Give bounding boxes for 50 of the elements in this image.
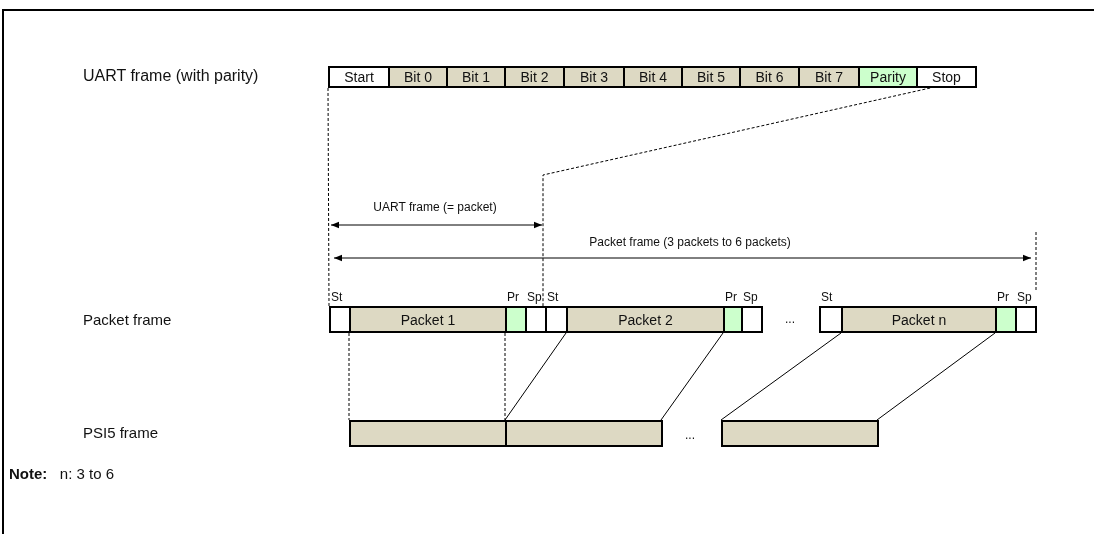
stop-bit-cell	[1015, 306, 1037, 333]
parity-bit-cell	[505, 306, 527, 333]
bit-cell: Bit 4	[623, 66, 683, 88]
stop-bit-cell	[525, 306, 547, 333]
connector-line	[876, 332, 996, 421]
connector-line	[720, 332, 842, 421]
row-label: PSI5 frame	[83, 424, 159, 441]
dimension-label: Packet frame (3 packets to 6 packets)	[589, 235, 791, 249]
start-bit-cell	[819, 306, 843, 333]
bit-cell: Bit 2	[504, 66, 565, 88]
ellipsis: ...	[785, 312, 795, 326]
connector-line	[504, 332, 506, 421]
bit-cell: Start	[328, 66, 390, 88]
row-label: UART frame (with parity)	[83, 67, 259, 85]
connector-line	[542, 87, 931, 307]
frame-block	[721, 420, 879, 447]
bit-cell: Bit 3	[563, 66, 625, 88]
bit-label: Sp	[1017, 290, 1032, 304]
bit-cell: Bit 1	[446, 66, 506, 88]
dimension-label: UART frame (= packet)	[373, 200, 497, 214]
stop-bit-cell	[741, 306, 763, 333]
bit-label: St	[547, 290, 559, 304]
connector-line	[327, 87, 330, 307]
connector-line	[504, 332, 567, 421]
parity-bit-cell	[995, 306, 1017, 333]
parity-bit-cell	[723, 306, 743, 333]
packet-cell: Packet 2	[566, 306, 725, 333]
packet-cell: Packet n	[841, 306, 997, 333]
bit-label: St	[821, 290, 833, 304]
bit-label: Pr	[507, 290, 519, 304]
bit-cell: Bit 6	[739, 66, 800, 88]
bit-label: Pr	[725, 290, 737, 304]
frame-block	[505, 420, 663, 447]
bit-cell: Bit 5	[681, 66, 741, 88]
frame-block	[349, 420, 507, 447]
bit-label: Sp	[743, 290, 758, 304]
bit-cell: Parity	[858, 66, 918, 88]
bit-cell: Bit 0	[388, 66, 448, 88]
bit-label: St	[331, 290, 343, 304]
start-bit-cell	[545, 306, 568, 333]
row-label: Packet frame	[83, 311, 172, 328]
bit-cell: Bit 7	[798, 66, 860, 88]
packet-cell: Packet 1	[349, 306, 507, 333]
bit-label: Sp	[527, 290, 542, 304]
note-text: Note: n: 3 to 6	[9, 465, 115, 482]
connector-line	[348, 332, 350, 421]
start-bit-cell	[329, 306, 351, 333]
bit-cell: Stop	[916, 66, 977, 88]
bit-label: Pr	[997, 290, 1009, 304]
ellipsis: ...	[685, 428, 695, 442]
